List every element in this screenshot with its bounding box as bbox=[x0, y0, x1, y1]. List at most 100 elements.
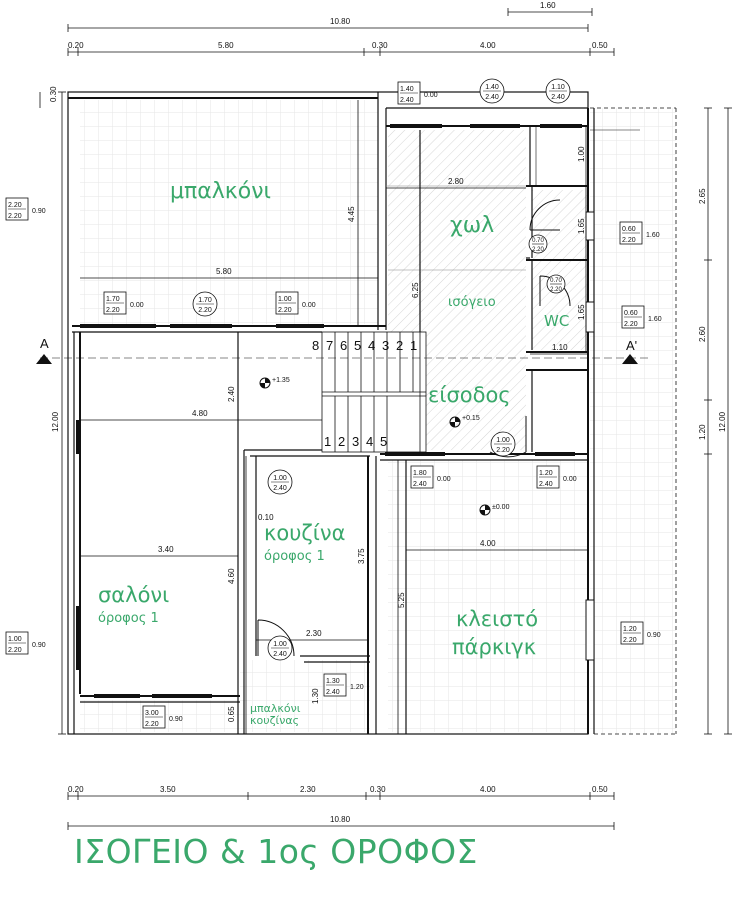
dim-left-top: 0.30 bbox=[49, 86, 58, 102]
stair-step: 3 bbox=[382, 338, 389, 353]
level-markers: +1.35 +0.15 ±0.00 bbox=[259, 377, 510, 516]
stair-numbers-top: 8 7 6 5 4 3 2 1 bbox=[312, 338, 417, 353]
dim-top-e: 0.50 bbox=[592, 41, 608, 50]
room-kitchen: κουζίνα bbox=[264, 521, 345, 545]
window-sill: 0.90 bbox=[32, 642, 46, 649]
door-height: 2.20 bbox=[198, 307, 212, 314]
door-height: 2.40 bbox=[273, 485, 287, 492]
window-width: 1.00 bbox=[278, 296, 292, 303]
dim-bot-d: 0.30 bbox=[370, 785, 386, 794]
stair-step: 8 bbox=[312, 338, 319, 353]
dim-hall-w: 2.80 bbox=[448, 177, 464, 186]
window-tag: 0.602.201.60 bbox=[621, 305, 662, 329]
stair-step: 5 bbox=[354, 338, 361, 353]
dim-bot-e: 4.00 bbox=[480, 785, 496, 794]
window-height: 2.40 bbox=[400, 97, 414, 104]
window-sill: 0.00 bbox=[424, 92, 438, 99]
door-width: 1.70 bbox=[198, 297, 212, 304]
dim-parking-h: 5.25 bbox=[397, 592, 406, 608]
window-tag: 0.602.201.60 bbox=[619, 221, 660, 245]
window-sill: 0.00 bbox=[302, 302, 316, 309]
wc-floor bbox=[532, 190, 588, 350]
dim-right-b: 2.60 bbox=[698, 326, 707, 342]
window-sill: 0.00 bbox=[130, 302, 144, 309]
dim-kb-b: 0.65 bbox=[227, 706, 236, 722]
window-height: 2.40 bbox=[539, 481, 553, 488]
door-width: 1.40 bbox=[485, 84, 499, 91]
window-sill: 0.90 bbox=[32, 208, 46, 215]
section-line: A A' bbox=[36, 336, 650, 364]
window-width: 1.00 bbox=[8, 636, 22, 643]
stair-step: 5 bbox=[380, 434, 387, 449]
dim-top-a: 0.20 bbox=[68, 41, 84, 50]
window-height: 2.20 bbox=[278, 307, 292, 314]
door-tag: 1.002.40 bbox=[267, 635, 293, 661]
door-entrance bbox=[489, 416, 527, 458]
section-marker-left bbox=[36, 354, 52, 364]
room-parking-line1: κλειστό bbox=[456, 607, 538, 631]
door-height: 2.40 bbox=[485, 94, 499, 101]
level-marker-upper: +1.35 bbox=[259, 377, 290, 389]
window-width: 1.80 bbox=[413, 470, 427, 477]
kitchen-balcony-floor bbox=[240, 660, 370, 732]
dim-top-right: 1.60 bbox=[540, 1, 556, 10]
room-parking-line2: πάρκιγκ bbox=[452, 635, 536, 659]
dim-kitchen-w: 2.30 bbox=[306, 629, 322, 638]
dim-top-total: 10.80 bbox=[330, 17, 351, 26]
dim-kitchen-wall: 0.10 bbox=[258, 513, 274, 522]
door-height: 2.20 bbox=[532, 247, 544, 253]
stair-step: 3 bbox=[352, 434, 359, 449]
stair-step: 7 bbox=[326, 338, 333, 353]
stair-step: 2 bbox=[338, 434, 345, 449]
window-tag: 1.002.200.90 bbox=[5, 631, 46, 655]
dim-bot-b: 3.50 bbox=[160, 785, 176, 794]
door-width: 1.00 bbox=[273, 475, 287, 482]
dim-left-total: 12.00 bbox=[51, 411, 60, 432]
level-label: ±0.00 bbox=[492, 504, 510, 511]
dim-bot-total: 10.80 bbox=[330, 815, 351, 824]
room-living: σαλόνι bbox=[98, 583, 169, 607]
dim-bot-c: 2.30 bbox=[300, 785, 316, 794]
door-width: 1.10 bbox=[551, 84, 565, 91]
window-height: 2.20 bbox=[624, 321, 638, 328]
door-tag: 0.702.20 bbox=[546, 274, 566, 294]
level-marker-entrance: +0.15 bbox=[449, 415, 480, 428]
window-width: 0.60 bbox=[624, 310, 638, 317]
door-height: 2.40 bbox=[551, 94, 565, 101]
dim-wc-w: 1.10 bbox=[552, 343, 568, 352]
window-width: 0.60 bbox=[622, 226, 636, 233]
section-marker-right bbox=[622, 354, 638, 364]
dim-right-c: 1.20 bbox=[698, 424, 707, 440]
room-wc: WC bbox=[544, 312, 569, 330]
window-sill: 0.90 bbox=[647, 632, 661, 639]
dim-balcony-w: 5.80 bbox=[216, 267, 232, 276]
stair-treads bbox=[334, 332, 414, 452]
door-width: 0.70 bbox=[550, 278, 562, 284]
window-tag: 1.202.400.00 bbox=[536, 465, 577, 489]
level-label: +1.35 bbox=[272, 377, 290, 384]
window-width: 2.20 bbox=[8, 202, 22, 209]
opening-tags: 1.402.400.002.202.200.901.702.200.001.00… bbox=[5, 78, 662, 729]
stair-step: 4 bbox=[368, 338, 375, 353]
window-sill: 1.20 bbox=[350, 684, 364, 691]
doors bbox=[257, 199, 571, 657]
room-living-floor: όροφος 1 bbox=[98, 611, 159, 626]
room-kitchen-balcony-line2: κουζίνας bbox=[250, 714, 299, 727]
room-kitchen-balcony-line1: μπαλκόνι bbox=[250, 702, 301, 715]
dim-kb-h: 1.30 bbox=[311, 688, 320, 704]
section-label-left: A bbox=[40, 336, 49, 351]
window-width: 1.70 bbox=[106, 296, 120, 303]
window-height: 2.20 bbox=[106, 307, 120, 314]
dim-bot-a: 0.20 bbox=[68, 785, 84, 794]
room-hall: χωλ bbox=[450, 213, 494, 238]
stair-step: 1 bbox=[410, 338, 417, 353]
stair-numbers-bottom: 1 2 3 4 5 bbox=[324, 434, 387, 449]
room-labels: μπαλκόνι χωλ ισόγειο WC είσοδος κουζίνα … bbox=[98, 179, 569, 727]
window-height: 2.20 bbox=[145, 721, 159, 728]
door-tag: 1.70 2.20 bbox=[192, 291, 218, 317]
window-height: 2.40 bbox=[326, 689, 340, 696]
window-tag: 1.00 2.20 0.00 bbox=[275, 291, 316, 315]
door-width: 1.00 bbox=[273, 641, 287, 648]
stair-step: 4 bbox=[366, 434, 373, 449]
